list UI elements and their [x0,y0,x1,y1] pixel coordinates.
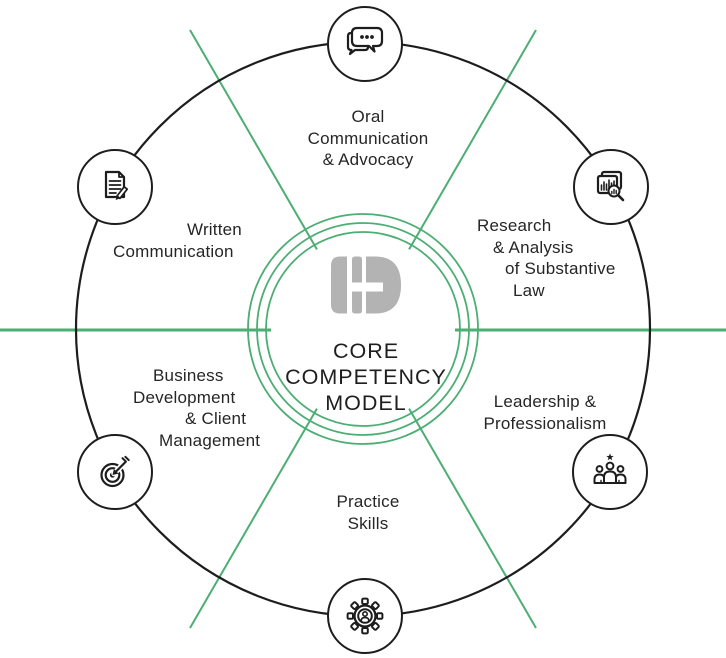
inner-ring-outer [247,213,479,445]
team-star-icon [593,453,627,484]
segment-icon-research [573,149,649,225]
label-line: Business [153,366,224,385]
document-chart-magnifier-icon [596,170,625,202]
center-disc [271,237,455,421]
segment-label-leadership: Leadership & Professionalism [455,391,635,434]
target-dart-icon [100,455,131,488]
segment-icon-oral [327,6,403,82]
chat-bubbles-icon [346,26,384,56]
segment-icon-leadership [572,434,648,510]
label-line: & Advocacy [322,150,414,169]
segment-icon-business [77,434,153,510]
label-line: Communication [113,241,234,261]
label-line: Communication [307,128,429,148]
label-line: Skills [347,513,389,533]
label-line: & Analysis [493,237,574,257]
label-line: MODEL [325,391,407,415]
label-line: Development [133,387,236,407]
h-monogram-logo [331,256,401,314]
label-line: Practice [336,492,400,511]
label-line: Written [187,220,242,239]
segment-icon-written [77,149,153,225]
label-line: Management [159,430,261,450]
label-line: Professionalism [483,413,607,433]
label-line: CORE [332,339,400,363]
document-pencil-icon [104,170,129,200]
inner-ring-inner [265,231,461,427]
label-line: of Substantive [505,259,616,278]
label-line: Law [513,280,545,300]
gear-person-icon [346,597,384,635]
label-line: Leadership & [493,392,597,411]
label-line: Research [477,216,552,235]
label-line: & Client [185,409,247,428]
inner-ring-middle [256,222,470,436]
segment-icon-practice [327,578,403,654]
label-line: COMPETENCY [285,365,447,389]
label-line: Oral [351,107,385,126]
